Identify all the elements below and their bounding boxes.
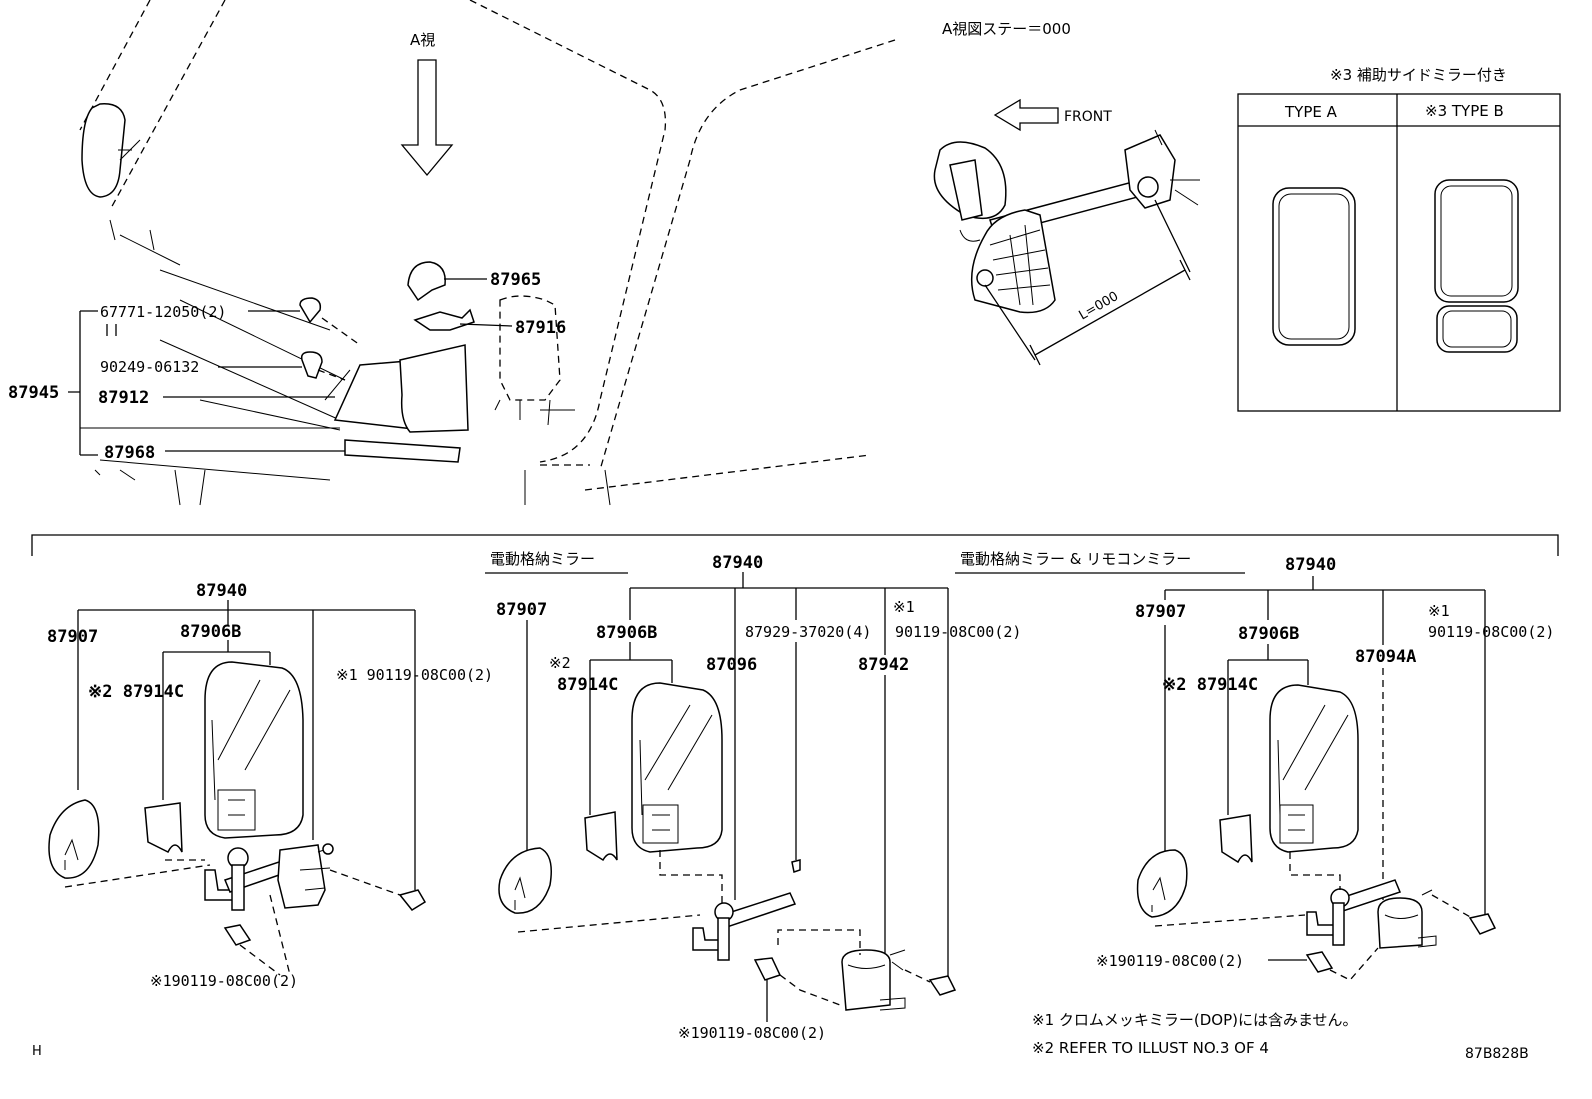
mid-note1: ※1 [893, 598, 915, 616]
right-part-87094a: 87094A [1355, 647, 1416, 667]
left-assembly: 87940 87907 87906B ※2 87914C ※1 90119-08… [47, 581, 493, 990]
left-part-87914c: ※2 87914C [88, 682, 184, 702]
part-67771: 67771-12050(2) [100, 303, 226, 321]
mid-assembly: 電動格納ミラー 87940 87907 87906B ※2 87914C 870… [485, 550, 1021, 1042]
left-part-87906b: 87906B [180, 622, 241, 642]
right-bolt-lower: ※190119-08C00(2) [1096, 952, 1244, 970]
type-table: ※3 補助サイドミラー付き TYPE A ※3 TYPE B [1237, 66, 1561, 412]
drawing-id: 87B828B [1465, 1046, 1529, 1062]
left-assy-87940: 87940 [196, 581, 247, 601]
left-bolt-lower: ※190119-08C00(2) [150, 972, 298, 990]
mid-part-87096: 87096 [706, 655, 757, 675]
right-title: 電動格納ミラー & リモコンミラー [960, 550, 1191, 568]
part-87968: 87968 [104, 443, 155, 463]
mid-part-87906b: 87906B [596, 623, 657, 643]
type-b-label: ※3 TYPE B [1425, 102, 1504, 120]
view-a-label: A視 [410, 31, 435, 49]
mid-assy-87940: 87940 [712, 553, 763, 573]
group-bracket-87945: 87945 67771-12050(2) 90249-06132 87912 8… [8, 303, 226, 463]
cab-outline [79, 0, 896, 506]
right-part-87914c: ※2 87914C [1162, 675, 1258, 695]
part-87965: 87965 [490, 270, 541, 290]
view-stay-illustration: A視図ステー＝000 FRONT L=000 [933, 20, 1200, 366]
type-a-label: TYPE A [1284, 103, 1338, 121]
footnotes: ※1 クロムメッキミラー(DOP)には含みません。 ※2 REFER TO IL… [32, 1011, 1529, 1062]
part-87912: 87912 [98, 388, 149, 408]
right-part-87906b: 87906B [1238, 624, 1299, 644]
mid-bolt-upper: 90119-08C00(2) [895, 623, 1021, 641]
mid-part-87914c: 87914C [557, 675, 618, 695]
top-parts: 87965 87916 [80, 261, 575, 463]
corner-code: H [32, 1044, 42, 1059]
right-part-87907: 87907 [1135, 602, 1186, 622]
footnote-1: ※1 クロムメッキミラー(DOP)には含みません。 [1032, 1011, 1358, 1029]
right-bolt-upper: 90119-08C00(2) [1428, 623, 1554, 641]
mid-bolt-lower: ※190119-08C00(2) [678, 1024, 826, 1042]
left-part-87907: 87907 [47, 627, 98, 647]
left-bolt-upper: ※1 90119-08C00(2) [336, 666, 493, 684]
right-note1: ※1 [1428, 602, 1450, 620]
mid-title: 電動格納ミラー [490, 550, 595, 568]
mid-note2: ※2 [549, 654, 571, 672]
mid-part-87942: 87942 [858, 655, 909, 675]
view-a-arrow: A視 [400, 31, 454, 177]
part-87916: 87916 [515, 318, 566, 338]
footnote-2: ※2 REFER TO ILLUST NO.3 OF 4 [1032, 1039, 1269, 1057]
mid-part-87929: 87929-37020(4) [745, 623, 871, 641]
right-assy-87940: 87940 [1285, 555, 1336, 575]
front-label: FRONT [1064, 109, 1112, 125]
view-stay-label: A視図ステー＝000 [942, 20, 1071, 38]
part-90249: 90249-06132 [100, 358, 199, 376]
right-assembly: 電動格納ミラー & リモコンミラー 87940 87907 87906B ※2 … [955, 550, 1554, 981]
mid-part-87907: 87907 [496, 600, 547, 620]
aux-mirror-note: ※3 補助サイドミラー付き [1330, 66, 1507, 84]
section-divider [31, 534, 1559, 556]
part-87945: 87945 [8, 383, 59, 403]
